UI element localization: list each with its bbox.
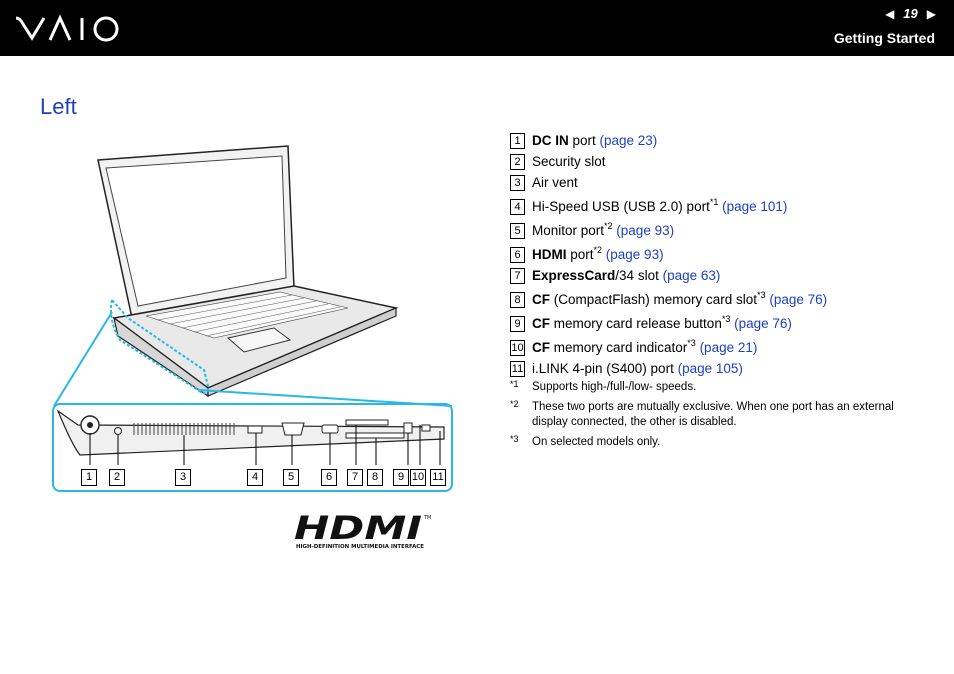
page-link[interactable]: (page 93) <box>602 247 664 262</box>
svg-text:TM: TM <box>423 515 431 521</box>
page-link[interactable]: (page 101) <box>718 199 788 214</box>
section-name: Getting Started <box>833 30 935 46</box>
footnote: *3 On selected models only. <box>510 434 910 450</box>
footnote-text: Supports high-/full-/low- speeds. <box>532 381 697 393</box>
previous-page-icon[interactable]: ◀ <box>885 6 895 21</box>
callout-item: 11 i.LINK 4-pin (S400) port (page 105) <box>510 359 930 380</box>
footnote-reference: *1 <box>709 197 719 207</box>
callout-description: memory card release button <box>550 316 722 331</box>
callout-text: Monitor port*2 (page 93) <box>532 218 674 244</box>
footnote-reference: *3 <box>721 314 731 324</box>
next-page-icon[interactable]: ▶ <box>926 6 936 21</box>
footnote-mark: *1 <box>510 379 519 389</box>
callout-description: Monitor port <box>532 223 605 238</box>
callout-text: ExpressCard/34 slot (page 63) <box>532 266 720 286</box>
footnote-mark: *3 <box>510 434 519 444</box>
callout-number: 5 <box>510 223 525 239</box>
footnotes: *1 Supports high-/full-/low- speeds. *2 The… <box>510 379 910 455</box>
page-navigation: ◀ 19 ▶ <box>885 6 936 21</box>
callout-item: 9 CF memory card release button*3 (page 7… <box>510 311 930 335</box>
callout-number: 6 <box>510 247 525 263</box>
callout-bold-term: CF <box>532 292 550 307</box>
page-link[interactable]: (page 93) <box>612 223 675 238</box>
callout-number: 3 <box>510 175 525 191</box>
vaio-logo <box>14 14 122 49</box>
page-number: 19 <box>903 6 918 21</box>
callout-bold-term: DC IN <box>532 133 569 148</box>
callout-item: 5 Monitor port*2 (page 93) <box>510 218 930 242</box>
callout-text: i.LINK 4-pin (S400) port (page 105) <box>532 359 743 379</box>
callout-bold-term: HDMI <box>532 247 567 262</box>
callout-bold-term: CF <box>532 316 550 331</box>
callout-text: Air vent <box>532 173 578 193</box>
callout-list: 1 DC IN port (page 23) 2 Security slot 3 Air … <box>510 131 930 380</box>
callout-text: CF (CompactFlash) memory card slot*3 (pa… <box>532 287 827 313</box>
callout-description: Hi-Speed USB (USB 2.0) port <box>532 199 710 214</box>
footnote-text: On selected models only. <box>532 436 661 448</box>
callout-description: memory card indicator <box>550 340 688 355</box>
callout-text: CF memory card indicator*3 (page 21) <box>532 335 757 361</box>
callout-number: 10 <box>510 340 525 356</box>
callout-description: Air vent <box>532 175 578 190</box>
callout-description: port <box>568 133 600 148</box>
callout-number: 7 <box>510 268 525 284</box>
page-link[interactable]: (page 23) <box>599 133 658 148</box>
callout-number: 1 <box>510 133 525 149</box>
svg-text:HDMI: HDMI <box>294 511 422 547</box>
callout-number: 11 <box>510 361 525 377</box>
callout-number: 9 <box>510 316 525 332</box>
callout-number: 4 <box>510 199 525 215</box>
hdmi-logo: HDMI TM HIGH-DEFINITION MULTIMEDIA INTER… <box>294 509 436 556</box>
footnote-reference: *2 <box>604 221 613 231</box>
callout-description: i.LINK 4-pin (S400) port <box>532 361 678 376</box>
callout-item: 1 DC IN port (page 23) <box>510 131 930 152</box>
page-link[interactable]: (page 21) <box>695 340 758 355</box>
page-link[interactable]: (page 76) <box>730 316 792 331</box>
callout-text: HDMI port*2 (page 93) <box>532 242 664 268</box>
callout-item: 4 Hi-Speed USB (USB 2.0) port*1 (page 101… <box>510 194 930 218</box>
page-link[interactable]: (page 105) <box>677 361 743 376</box>
callout-description: /34 slot <box>615 268 663 283</box>
header-bar: ◀ 19 ▶ Getting Started <box>0 0 954 56</box>
callout-description: port <box>566 247 594 262</box>
callout-number: 2 <box>510 154 525 170</box>
callout-text: Security slot <box>532 152 606 172</box>
callout-item: 8 CF (CompactFlash) memory card slot*3 (p… <box>510 287 930 311</box>
page-title: Left <box>40 94 77 119</box>
callout-item: 7 ExpressCard/34 slot (page 63) <box>510 266 930 287</box>
footnote-text: These two ports are mutually exclusive. … <box>532 401 894 428</box>
callout-description: (CompactFlash) memory card slot <box>550 292 758 307</box>
footnote-reference: *2 <box>593 245 603 255</box>
callout-text: Hi-Speed USB (USB 2.0) port*1 (page 101) <box>532 194 787 220</box>
callout-description: Security slot <box>532 154 606 169</box>
footnote: *2 These two ports are mutually exclusive… <box>510 399 910 430</box>
left-side-ports-detail <box>52 403 453 492</box>
callout-item: 2 Security slot <box>510 152 930 173</box>
callout-item: 3 Air vent <box>510 173 930 194</box>
callout-item: 6 HDMI port*2 (page 93) <box>510 242 930 266</box>
callout-number: 8 <box>510 292 525 308</box>
callout-text: DC IN port (page 23) <box>532 131 657 151</box>
callout-bold-term: CF <box>532 340 550 355</box>
page-link[interactable]: (page 63) <box>662 268 721 283</box>
laptop-left-side-illustration <box>48 140 458 496</box>
svg-text:HIGH-DEFINITION MULTIMEDIA INT: HIGH-DEFINITION MULTIMEDIA INTERFACE <box>296 544 424 550</box>
footnote-reference: *3 <box>687 338 696 348</box>
footnote: *1 Supports high-/full-/low- speeds. <box>510 379 910 395</box>
page-link[interactable]: (page 76) <box>765 292 828 307</box>
callout-text: CF memory card release button*3 (page 76… <box>532 311 792 337</box>
callout-bold-term: ExpressCard <box>532 268 616 283</box>
footnote-reference: *3 <box>757 290 766 300</box>
footnote-mark: *2 <box>510 399 519 409</box>
callout-item: 10 CF memory card indicator*3 (page 21) <box>510 335 930 359</box>
